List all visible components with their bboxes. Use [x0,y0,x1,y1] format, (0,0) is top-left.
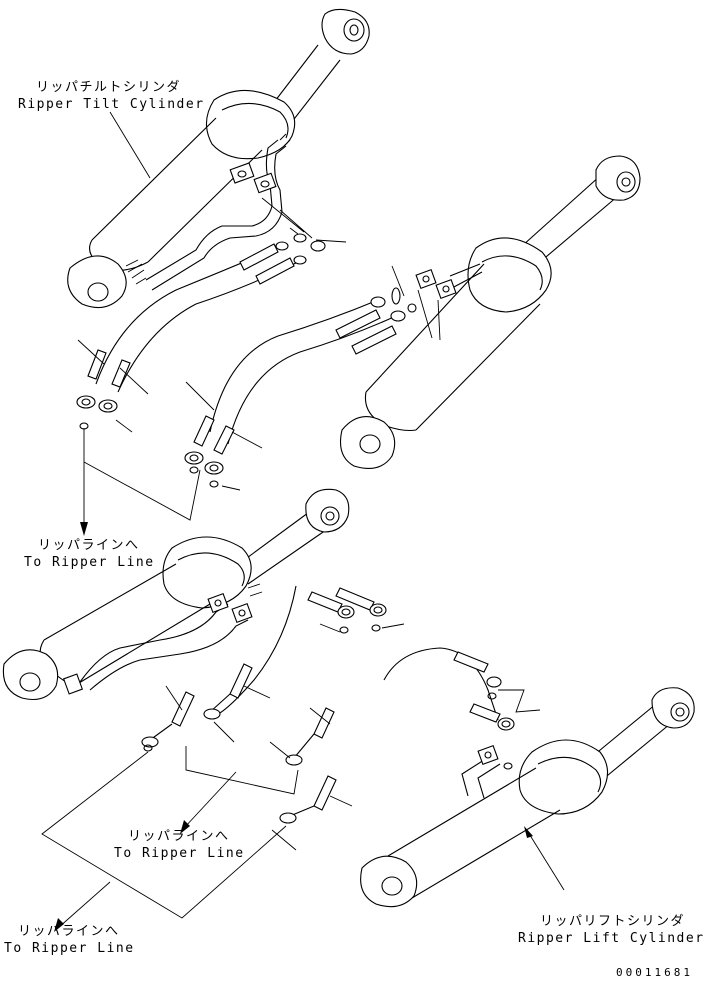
drawing-number: 00011681 [616,966,693,979]
ripper-lift-cylinder [360,687,695,908]
ripper-tilt-cylinder-upper [67,8,370,309]
line-bracket-upper [80,428,201,536]
line-bracket-middle [180,746,299,834]
callouts-upper [109,111,347,252]
ripper-line-lower-label-en: To Ripper Line [4,941,135,956]
ripper-line-upper-label-en: To Ripper Line [24,555,155,570]
ripper-tilt-cylinder-middle [2,488,350,701]
ripper-line-lower-label-jp: リッパラインへ [18,924,120,939]
tilt-cylinder-label-jp: リッパチルトシリンダ [36,80,181,95]
tilt-cylinder-label-en: Ripper Tilt Cylinder [18,97,205,112]
ripper-line-upper-label-jp: リッパラインへ [38,538,140,553]
lift-cylinder-label-jp: リッパリフトシリンダ [540,914,685,929]
bolts-lower [141,663,353,851]
ripper-line-middle-label-en: To Ripper Line [114,846,245,861]
lift-cylinder-label-en: Ripper Lift Cylinder [518,931,705,946]
ripper-tilt-cylinder-right [339,155,641,469]
hose-assembly-middle [213,585,541,731]
hose-assembly-upper-left [76,241,307,433]
line-bracket-lower [41,751,287,932]
hose-assembly-right [184,296,406,491]
ripper-line-middle-label-jp: リッパラインへ [128,829,230,844]
